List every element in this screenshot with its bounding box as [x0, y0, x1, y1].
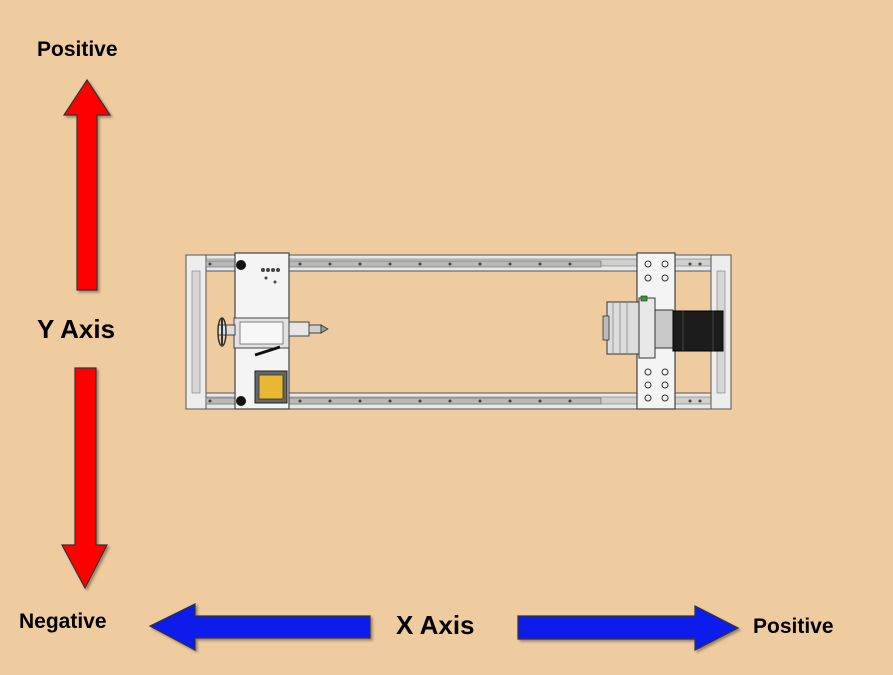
x-negative-arrow-icon [148, 603, 371, 651]
y-positive-label: Positive [37, 38, 118, 61]
handwheel-icon [217, 317, 236, 347]
stepper-motor-icon [672, 310, 724, 352]
x-positive-label: Positive [753, 615, 834, 638]
y-positive-arrow-icon [62, 78, 112, 291]
y-axis-label: Y Axis [37, 314, 116, 344]
rotary-chuck-icon [602, 295, 674, 359]
x-negative-label: Negative [19, 610, 107, 633]
tailstock-icon [288, 321, 329, 337]
carriage-icon [233, 252, 290, 410]
y-negative-arrow-icon [60, 367, 108, 590]
x-positive-arrow-icon [517, 605, 740, 651]
x-axis-label: X Axis [396, 610, 475, 640]
